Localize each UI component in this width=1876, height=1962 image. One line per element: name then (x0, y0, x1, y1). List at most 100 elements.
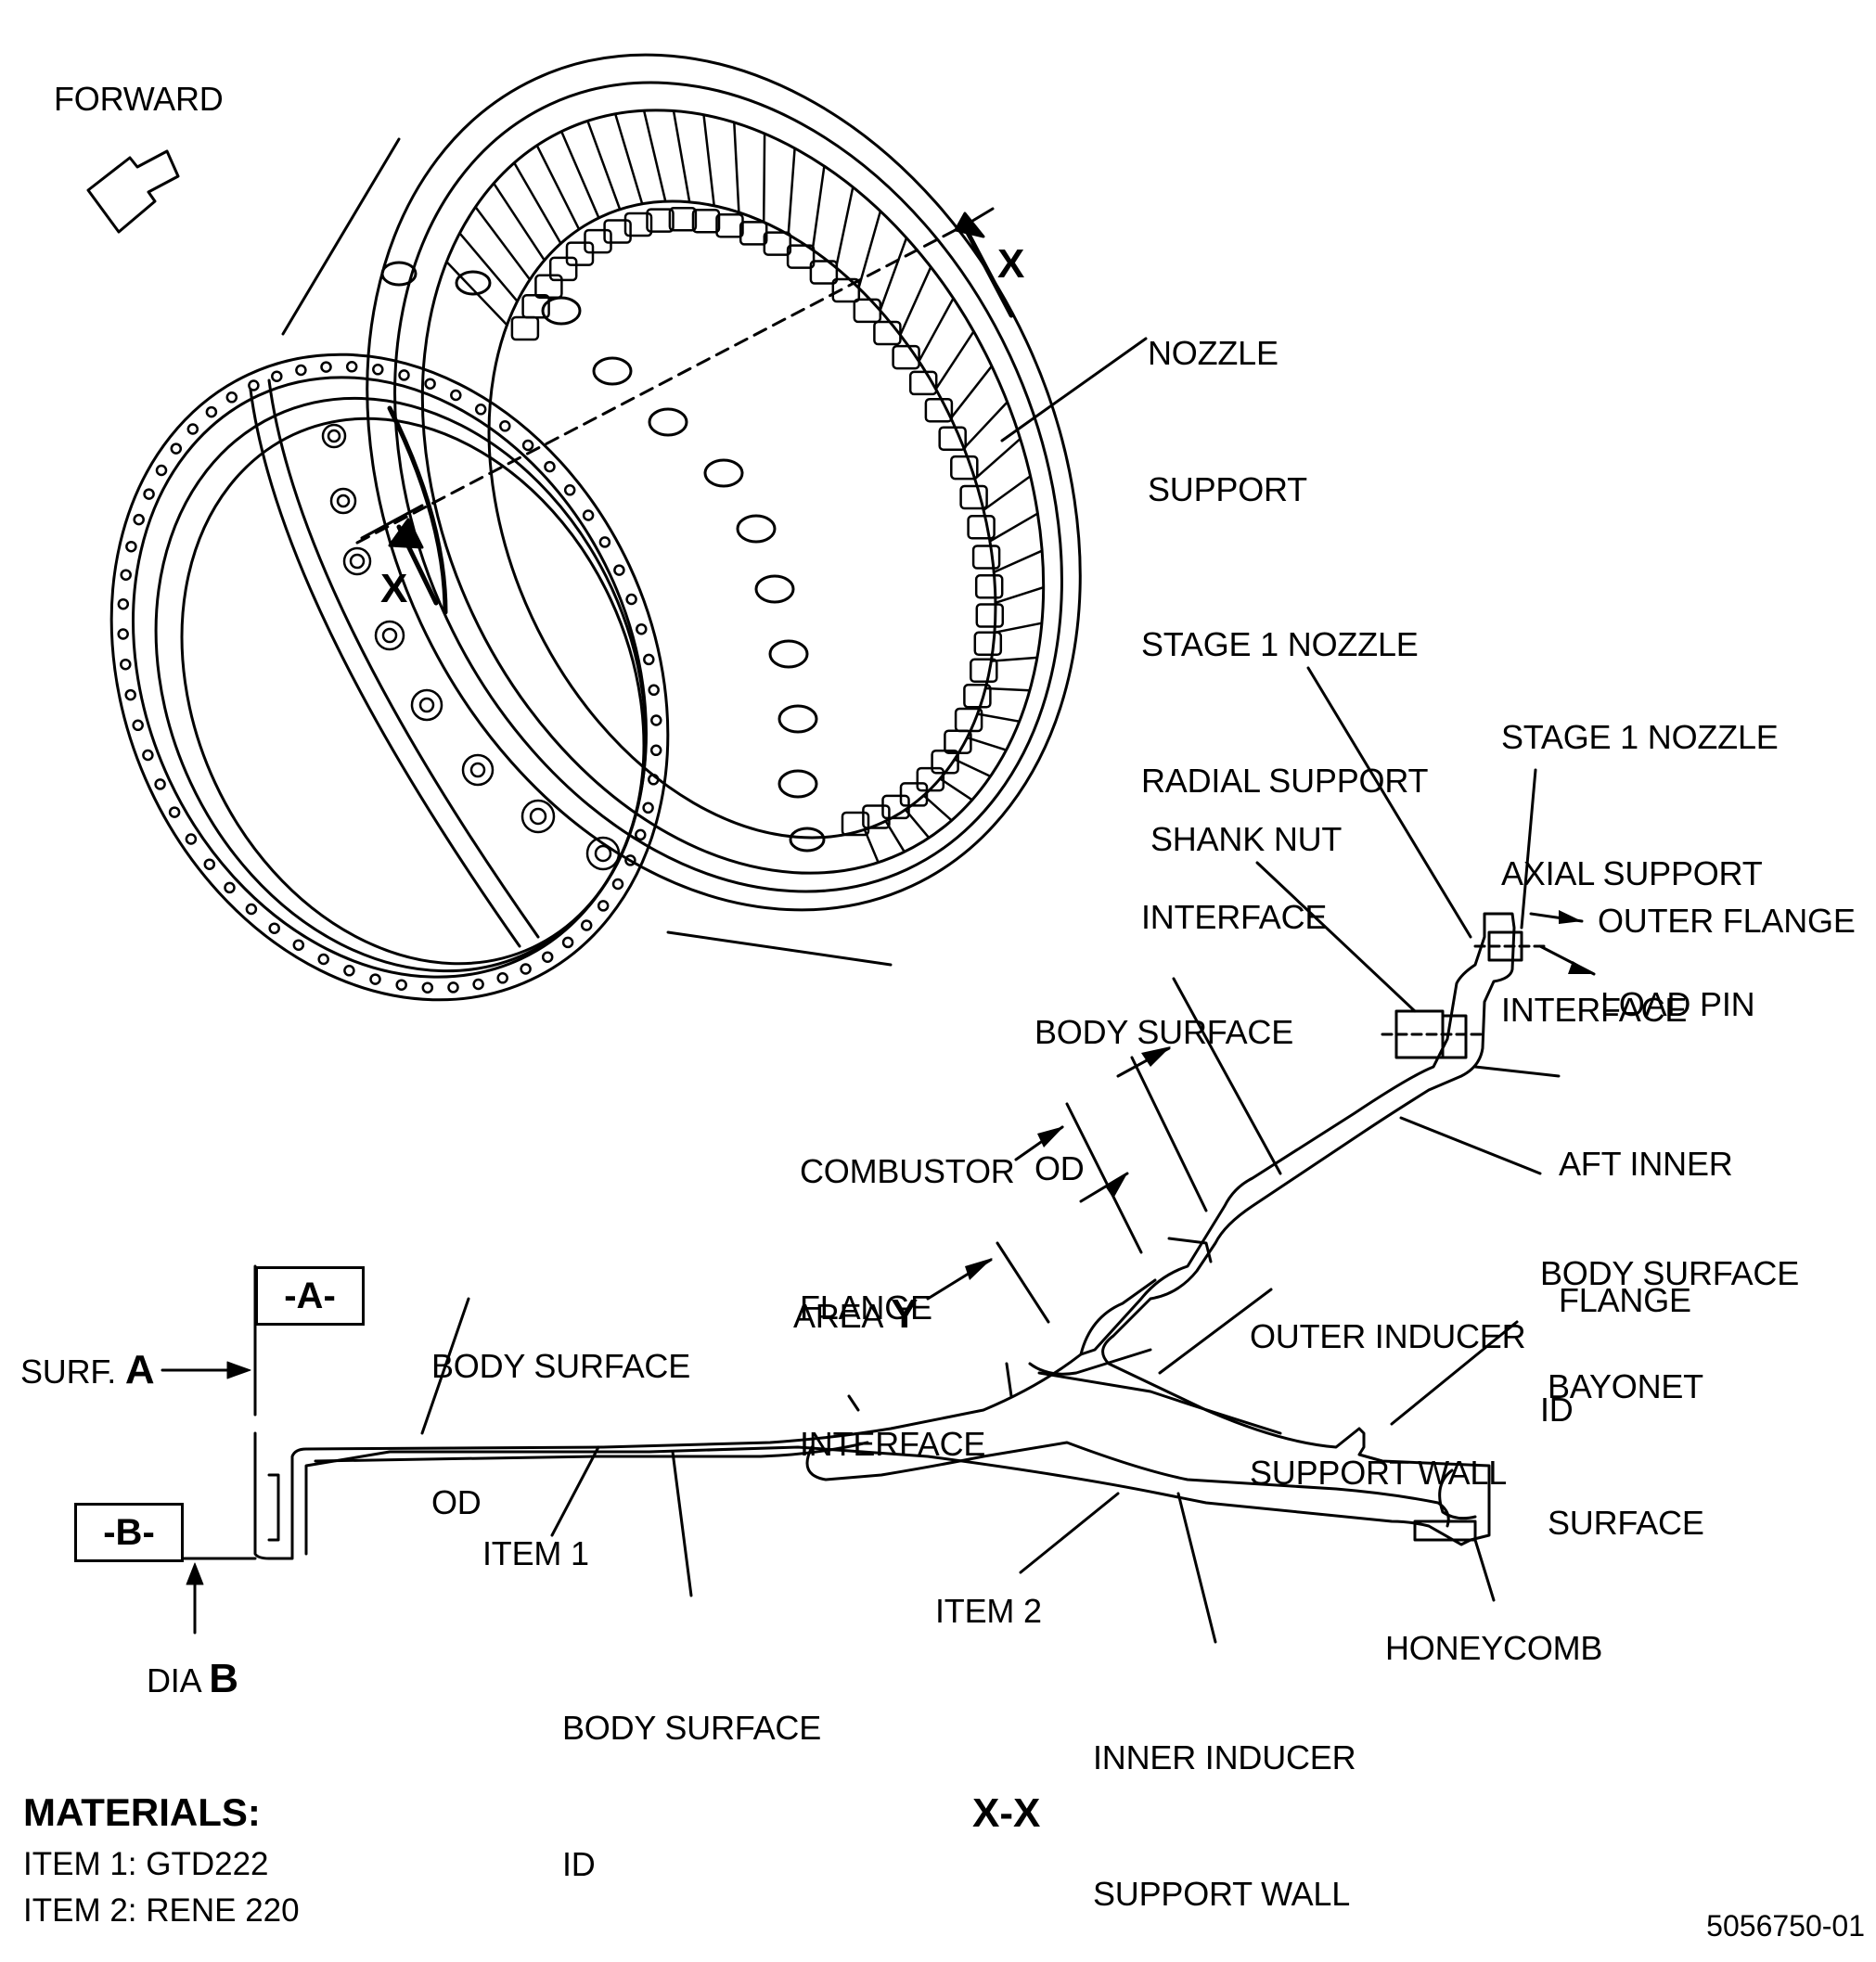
flange-bolt-hole (185, 833, 198, 845)
nozzle-segment-tab (691, 208, 721, 234)
flange-bolt-hole (450, 389, 462, 402)
nozzle-segment-divider (613, 112, 644, 206)
flange-bolt-hole (521, 439, 534, 452)
nozzle-segment-divider (513, 161, 562, 245)
flange-bolt-hole (345, 361, 358, 373)
nozzle-segment-tab (646, 208, 675, 233)
nozzle-segment-divider (938, 777, 974, 801)
nozzle-segment-divider (899, 265, 932, 337)
flange-bolt-hole (613, 564, 625, 576)
flange-bolt-hole (597, 900, 610, 912)
flange-bolt-hole (117, 628, 129, 640)
nozzle-segment-divider (559, 130, 600, 220)
flange-bolt-hole (447, 981, 459, 994)
stage1-axial-support-label: STAGE 1 NOZZLE AXIAL SUPPORT INTERFACE (1501, 718, 1779, 1029)
nozzle-segment-divider (918, 297, 955, 363)
nozzle-segment-divider (702, 113, 715, 208)
nozzle-segment-tab (975, 603, 1005, 628)
flange-bolt-hole (395, 979, 407, 991)
flange-bolt-hole (295, 364, 307, 377)
nozzle-segment-tab (786, 244, 816, 269)
flange-bolt-hole (125, 540, 137, 553)
dia-b-label: DIA B (147, 1656, 238, 1701)
body-surface-id-lower-label: BODY SURFACE ID (562, 1709, 822, 1883)
nozzle-segment-divider (834, 186, 854, 269)
flange-bolt-hole (343, 965, 355, 977)
nozzle-segment-tab (899, 782, 929, 807)
nozzle-segment-divider (857, 210, 882, 289)
nozzle-segment-tab (916, 766, 945, 792)
flange-bolt-hole (561, 936, 574, 949)
nozzle-segment-tab (565, 241, 595, 266)
flange-bolt-hole (124, 688, 136, 701)
nozzle-segment-tab (623, 212, 653, 237)
nozzle-segment-tab (908, 370, 938, 396)
inner-inducer-support-wall-label: INNER INDUCER SUPPORT WALL (1093, 1738, 1356, 1913)
arrowheads (965, 910, 1594, 1280)
nozzle-segment-tab (881, 794, 910, 820)
flange-bolt-hole (541, 951, 554, 963)
nozzle-segment-tab (809, 260, 839, 285)
nozzle-segment-tab (831, 277, 861, 303)
nozzle-segment-tab (967, 515, 996, 540)
nozzle-segment-tab (924, 397, 954, 423)
nozzle-segment-tab (510, 315, 540, 341)
flange-bolt-hole (643, 653, 655, 666)
nozzle-segment-tab (971, 545, 1001, 570)
flange-bolt-hole (168, 806, 181, 818)
nozzle-segment-tab (973, 631, 1003, 657)
nozzle-segment-tab (950, 455, 979, 481)
nozzle-segment-tab (959, 484, 988, 510)
flange-bolt-hole (520, 963, 532, 975)
nozzle-segment-divider (992, 549, 1044, 574)
nozzle-segment-divider (988, 512, 1039, 543)
nozzle-segment-tab (862, 804, 891, 829)
nozzle-segment-tab (534, 274, 563, 300)
flange-bolt-hole (120, 569, 132, 581)
nozzle-segment-tab (974, 574, 1004, 599)
flange-bolt-hole (155, 464, 168, 477)
flange-bolt-hole (120, 658, 132, 671)
flange-bolt-hole (205, 405, 218, 418)
shank-nut-label: SHANK NUT (1150, 820, 1343, 858)
nozzle-segment-divider (994, 585, 1045, 605)
nozzle-segment-divider (762, 132, 766, 224)
combustor-flange-interface-label: COMBUSTOR FLANGE INTERFACE (800, 1152, 1015, 1463)
flange-bolt-hole (142, 749, 154, 762)
nozzle-segment-divider (953, 758, 992, 778)
flange-bolt-hole (424, 378, 436, 390)
datum-b-box: -B- (74, 1503, 184, 1562)
nozzle-segment-tab (715, 213, 744, 238)
nozzle-segment-tab (970, 658, 998, 684)
flange-bolt-hole (268, 922, 280, 934)
nozzle-segment-divider (474, 205, 532, 281)
nozzle-segment-tab (668, 207, 698, 232)
flange-bolt-hole (132, 719, 144, 732)
body-surface-od-upper-label: BODY SURFACE OD (1034, 1013, 1294, 1187)
nozzle-segment-divider (983, 686, 1032, 692)
outer-flange-label: OUTER FLANGE (1598, 902, 1856, 940)
nozzle-segment-tab (853, 298, 882, 324)
flange-bolt-hole (292, 939, 305, 951)
flange-bolt-hole (117, 597, 130, 610)
flange-bolt-hole (372, 364, 384, 376)
nozzle-segment-divider (966, 736, 1008, 751)
nozzle-support-3d-view (109, 53, 1082, 1002)
nozzle-segment-divider (787, 147, 796, 237)
item1-label: ITEM 1 (482, 1534, 589, 1572)
nozzle-segment-divider (535, 144, 581, 231)
flange-bolt-hole (248, 379, 260, 391)
section-x-bottom-label: X (380, 566, 408, 611)
section-xx-label: X-X (972, 1790, 1041, 1836)
flange-bolt-hole (143, 488, 155, 500)
document-id: 5056750-01 (1706, 1909, 1865, 1943)
flange-bolt-hole (582, 509, 595, 521)
nozzle-segment-divider (993, 622, 1044, 635)
nozzle-segment-divider (976, 712, 1021, 723)
flange-bolt-hole (625, 593, 637, 606)
surf-a-label: SURF. A (20, 1347, 155, 1392)
forward-label: FORWARD (54, 80, 224, 118)
nozzle-segment-divider (642, 109, 667, 203)
